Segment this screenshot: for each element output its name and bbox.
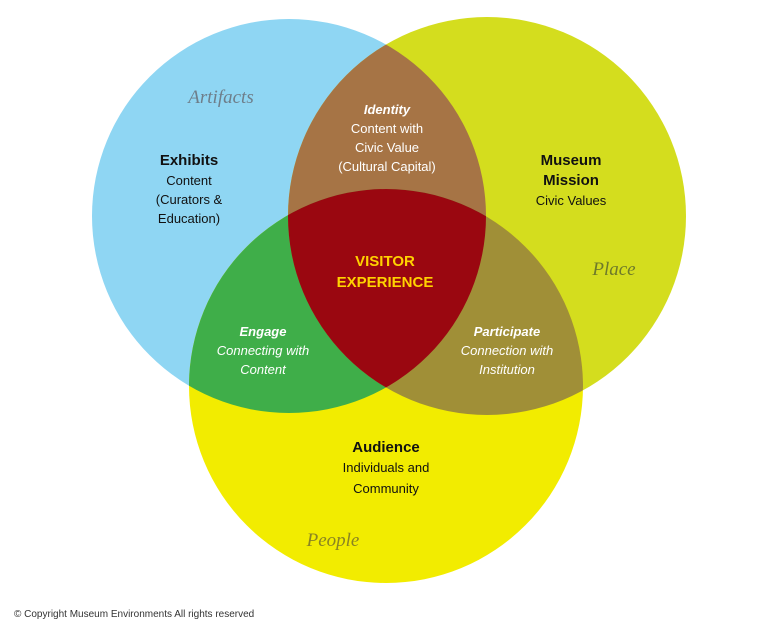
venn-diagram: Artifacts Exhibits Content (Curators & E… bbox=[92, 17, 686, 583]
center-line-2: EXPERIENCE bbox=[337, 274, 434, 291]
artifacts-tag: Artifacts bbox=[186, 87, 253, 108]
center-line-1: VISITOR bbox=[355, 253, 415, 270]
exhibits-line-2: (Curators & bbox=[156, 192, 223, 207]
people-tag: People bbox=[306, 530, 360, 551]
mission-title-1: Museum bbox=[541, 152, 602, 169]
identity-line-1: Content with bbox=[351, 121, 423, 136]
exhibits-line-1: Content bbox=[166, 173, 212, 188]
engage-line-2: Content bbox=[240, 362, 287, 377]
identity-line-3: (Cultural Capital) bbox=[338, 159, 436, 174]
participate-line-2: Institution bbox=[479, 362, 535, 377]
participate-line-1: Connection with bbox=[461, 343, 554, 358]
engage-title: Engage bbox=[240, 324, 287, 339]
identity-line-2: Civic Value bbox=[355, 140, 419, 155]
exhibits-line-3: Education) bbox=[158, 211, 220, 226]
place-tag: Place bbox=[591, 259, 635, 280]
participate-title: Participate bbox=[474, 324, 540, 339]
exhibits-title: Exhibits bbox=[160, 152, 218, 169]
identity-title: Identity bbox=[364, 102, 411, 117]
mission-line-1: Civic Values bbox=[536, 193, 607, 208]
mission-title-2: Mission bbox=[543, 172, 599, 189]
audience-title: Audience bbox=[352, 439, 420, 456]
copyright-notice: © Copyright Museum Environments All righ… bbox=[14, 609, 255, 620]
engage-line-1: Connecting with bbox=[217, 343, 310, 358]
audience-line-1: Individuals and bbox=[343, 460, 430, 475]
audience-line-2: Community bbox=[353, 481, 419, 496]
